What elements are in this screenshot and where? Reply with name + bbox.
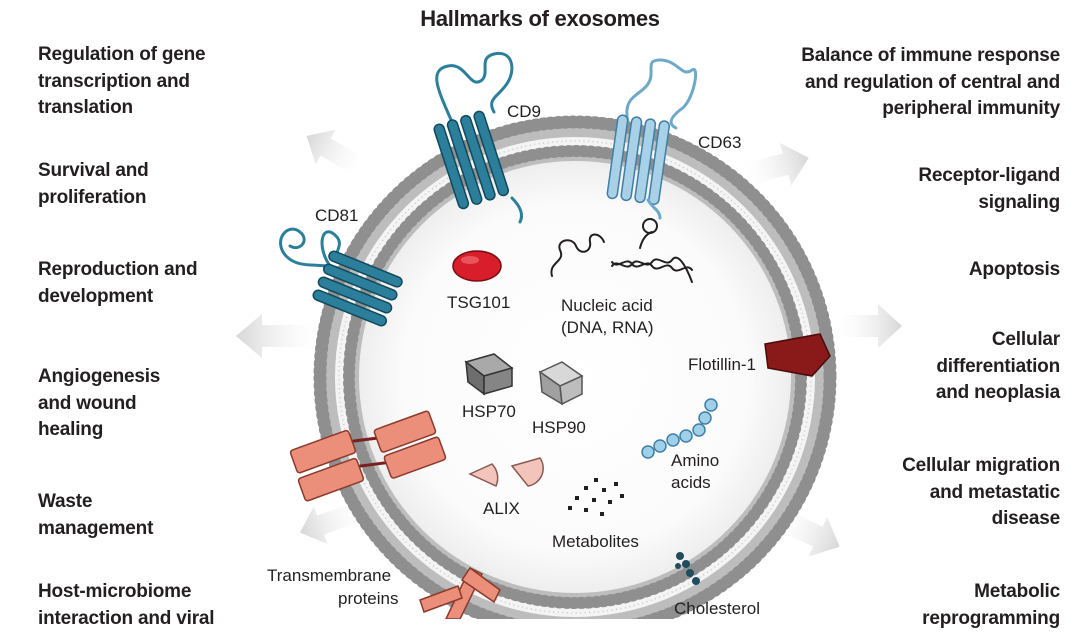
page-title: Hallmarks of exosomes [420, 6, 660, 31]
hallmark-apoptosis: Apoptosis [968, 259, 1060, 280]
alix-label: ALIX [483, 499, 520, 518]
amino-acids-label-1: Amino [671, 451, 719, 470]
tsg101-highlight [461, 256, 479, 264]
cd81-label: CD81 [315, 206, 358, 225]
hsp70-cube [464, 353, 514, 396]
alix-protein [468, 457, 544, 488]
transmembrane-label-2: proteins [338, 589, 398, 608]
cholesterol-label: Cholesterol [674, 599, 760, 618]
tsg101-label: TSG101 [447, 293, 510, 312]
tsg101-protein [452, 250, 502, 282]
metabolites-dots [568, 478, 624, 516]
cd9-tetraspanin [433, 51, 524, 224]
arrow-waste [299, 500, 366, 544]
exosome-diagram: CD9 CD63 CD81 TSG101 Nucleic acid [236, 51, 902, 619]
cd81-tetraspanin [279, 227, 403, 327]
hallmark-survival: Survival and proliferation [38, 160, 149, 208]
hallmark-differentiation: Cellular differentiation and neoplasia [935, 329, 1060, 403]
hallmark-migration: Cellular migration and metastatic diseas… [902, 455, 1060, 529]
hallmark-angiogenesis: Angiogenesis and wound healing [38, 366, 161, 440]
hsp70-label: HSP70 [462, 402, 516, 421]
arrow-receptor [742, 142, 809, 186]
amino-acids-label-2: acids [671, 473, 711, 492]
transmembrane-dimer [289, 410, 447, 502]
cd9-label: CD9 [507, 102, 541, 121]
transmembrane-label-1: Transmembrane [267, 566, 391, 585]
flotillin-protein [764, 333, 831, 377]
hallmark-gene-regulation: Regulation of gene transcription and tra… [38, 44, 206, 118]
flotillin-label: Flotillin-1 [688, 355, 756, 374]
metabolites-label: Metabolites [552, 532, 639, 551]
arrow-differentiation [836, 304, 902, 348]
hallmark-immune-balance: Balance of immune response and regulatio… [801, 45, 1060, 119]
hsp90-cube [538, 361, 584, 406]
nucleic-acid-label-2: (DNA, RNA) [561, 318, 654, 337]
hsp90-label: HSP90 [532, 418, 586, 437]
hallmark-waste: Waste management [38, 491, 154, 539]
hallmark-receptor-ligand: Receptor-ligand signaling [918, 165, 1060, 213]
amino-acid-chain [641, 398, 718, 459]
cholesterol-molecule [675, 552, 700, 585]
arrow-survival [306, 129, 367, 177]
nucleic-acid-label-1: Nucleic acid [561, 296, 653, 315]
arrow-reproduction [236, 314, 320, 358]
transmembrane-protein [419, 566, 501, 619]
hallmark-reproduction: Reproduction and development [38, 259, 198, 307]
cd63-label: CD63 [698, 133, 741, 152]
nucleic-acid-strands [550, 218, 693, 283]
cd63-tetraspanin [606, 58, 698, 220]
